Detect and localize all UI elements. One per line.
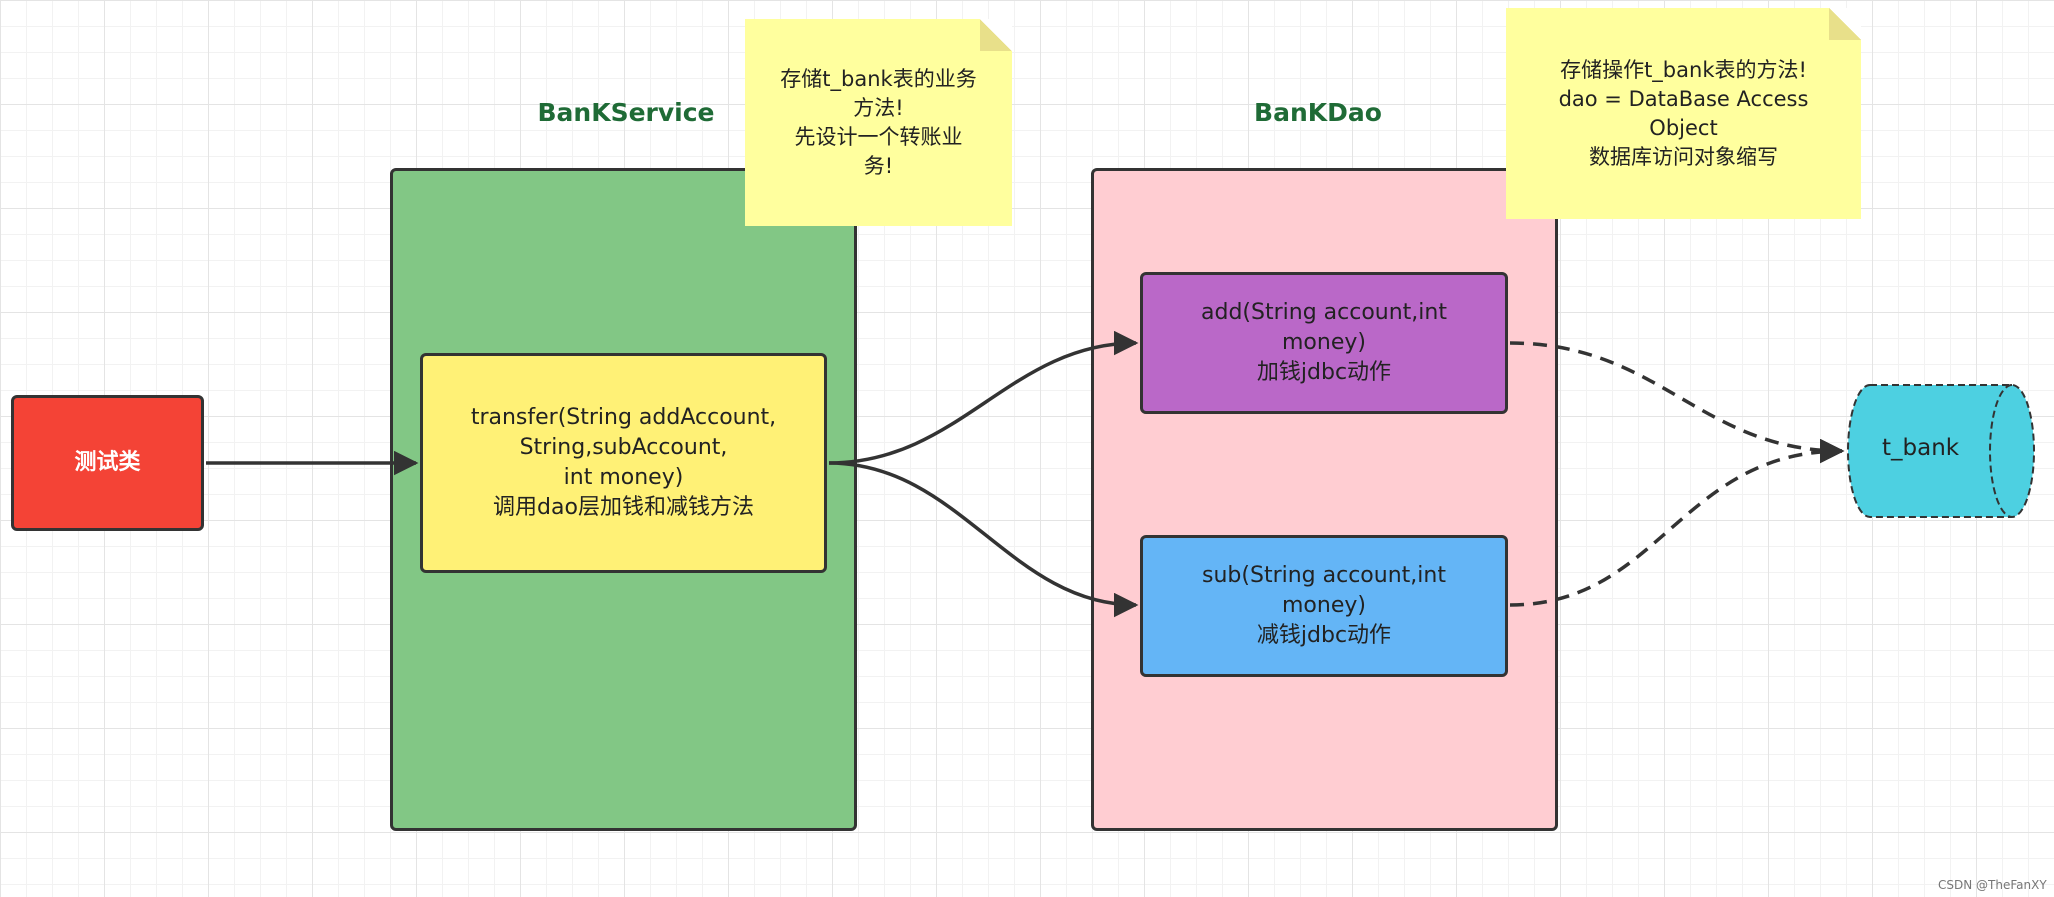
service-note[interactable]: 存储t_bank表的业务 方法! 先设计一个转账业 务! — [745, 19, 1012, 226]
dashed-arrow-add-to-db[interactable] — [1509, 341, 1845, 464]
transfer-method-box[interactable]: transfer(String addAccount, String,subAc… — [420, 353, 827, 573]
dao-note-text: 存储操作t_bank表的方法! dao = DataBase Access Ob… — [1558, 57, 1809, 169]
service-heading: BanKService — [537, 98, 715, 127]
transfer-method-label: transfer(String addAccount, String,subAc… — [470, 405, 777, 520]
dao-heading: BanKDao — [1254, 98, 1382, 127]
test-class-box[interactable]: 测试类 — [11, 395, 204, 531]
service-note-text: 存储t_bank表的业务 方法! 先设计一个转账业 务! — [780, 66, 977, 178]
dao-note[interactable]: 存储操作t_bank表的方法! dao = DataBase Access Ob… — [1506, 8, 1861, 219]
sub-method-box[interactable]: sub(String account,int money) 减钱jdbc动作 — [1140, 535, 1508, 677]
note-fold-icon — [1829, 8, 1861, 40]
database-label: t_bank — [1882, 435, 1960, 461]
database-cylinder-icon[interactable] — [1847, 384, 2035, 518]
add-method-label: add(String account,int money) 加钱jdbc动作 — [1201, 300, 1447, 385]
arrow-transfer-to-add[interactable] — [828, 330, 1139, 465]
add-method-box[interactable]: add(String account,int money) 加钱jdbc动作 — [1140, 272, 1508, 414]
dashed-arrow-sub-to-db[interactable] — [1509, 438, 1845, 607]
sub-method-label: sub(String account,int money) 减钱jdbc动作 — [1202, 563, 1446, 648]
watermark: CSDN @TheFanXY — [1938, 878, 2047, 892]
note-fold-icon — [980, 19, 1012, 51]
arrow-transfer-to-sub[interactable] — [828, 461, 1139, 618]
test-class-label: 测试类 — [74, 450, 141, 475]
